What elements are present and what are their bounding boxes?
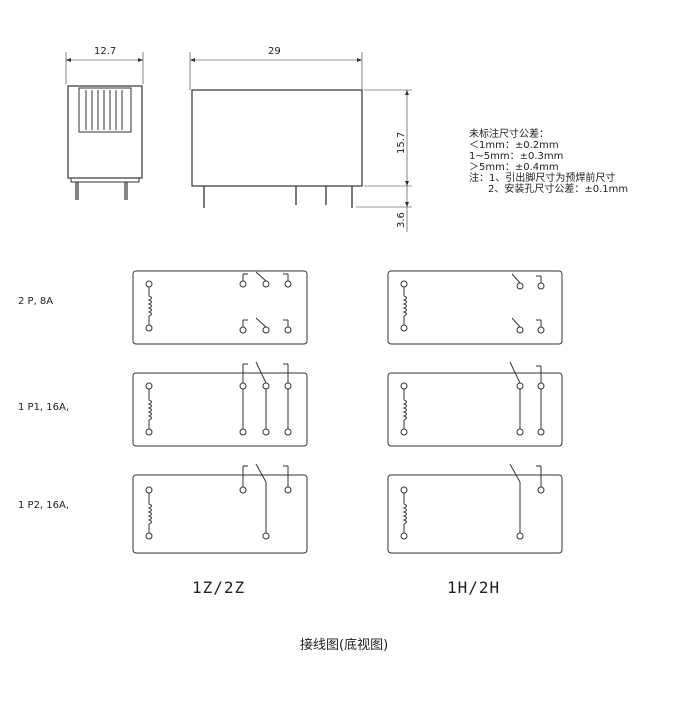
height-dimension-label: 15.7 (396, 131, 407, 154)
row-label-1p1-16a: 1 P1, 16A, (18, 402, 70, 413)
column-label-1z2z: 1Z/2Z (192, 578, 246, 597)
tolerance-line: 1~5mm：±0.3mm (469, 151, 564, 162)
row-label-2p-8a: 2 P, 8A (18, 296, 54, 307)
front-view (189, 52, 412, 232)
diagram-caption: 接线图(底视图) (300, 638, 389, 653)
length-dimension-label: 29 (268, 46, 281, 57)
row-label-1p2-16a: 1 P2, 16A, (18, 500, 70, 511)
tolerance-line: 注：1、引出脚尺寸为预焊前尺寸 (469, 173, 616, 184)
coil-symbol (147, 295, 152, 317)
wiring-2p-1h2h (387, 270, 563, 345)
coil-pin (145, 280, 153, 288)
wiring-1p2-1z2z (132, 463, 308, 554)
tolerance-line: ＞5mm：±0.4mm (469, 162, 559, 173)
tolerance-line: ＜1mm：±0.2mm (469, 140, 559, 151)
wiring-1p2-1h2h (387, 463, 563, 554)
side-view (65, 52, 144, 200)
column-label-1h2h: 1H/2H (447, 578, 501, 597)
wiring-2p-1z2z (132, 270, 308, 345)
tolerance-line: 未标注尺寸公差： (469, 129, 549, 140)
tolerance-line: 2、安装孔尺寸公差：±0.1mm (488, 184, 629, 195)
pin-length-dimension-label: 3.6 (396, 212, 407, 228)
wiring-1p1-1z2z (132, 361, 308, 447)
coil-pin (145, 324, 153, 332)
wiring-1p1-1h2h (387, 361, 563, 447)
relay-front-body (191, 89, 363, 187)
width-dimension-label: 12.7 (94, 46, 117, 57)
